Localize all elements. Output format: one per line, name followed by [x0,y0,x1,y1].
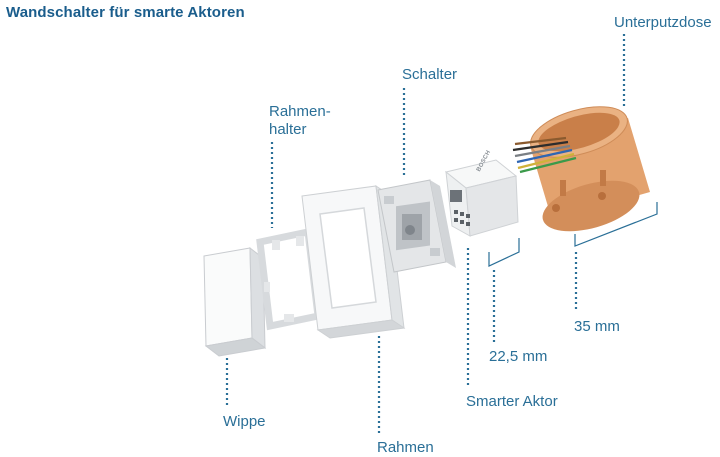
label-rahmenhalter-line1: Rahmen- [269,103,331,120]
label-rahmen: Rahmen [377,439,434,456]
smarter-aktor-part [444,159,519,237]
wippe-part [203,246,267,357]
dimension-bracket-dose [574,202,658,247]
wires [512,136,577,174]
unterputzdose-part [530,106,650,232]
label-dimension-aktor: 22,5 mm [489,348,548,365]
label-wippe: Wippe [223,413,266,430]
rahmen-part [301,184,406,339]
label-unterputzdose: Unterputzdose [614,14,712,31]
dimension-bracket-aktor [488,238,520,267]
label-schalter: Schalter [402,66,458,83]
label-rahmenhalter-line2: halter [269,121,307,138]
aktor-qr-code-icon [450,190,462,202]
label-dimension-dose: 35 mm [574,318,620,335]
label-smarter-aktor: Smarter Aktor [466,393,558,410]
diagram-title: Wandschalter für smarte Aktoren [6,4,245,21]
schalter-part [377,179,456,273]
